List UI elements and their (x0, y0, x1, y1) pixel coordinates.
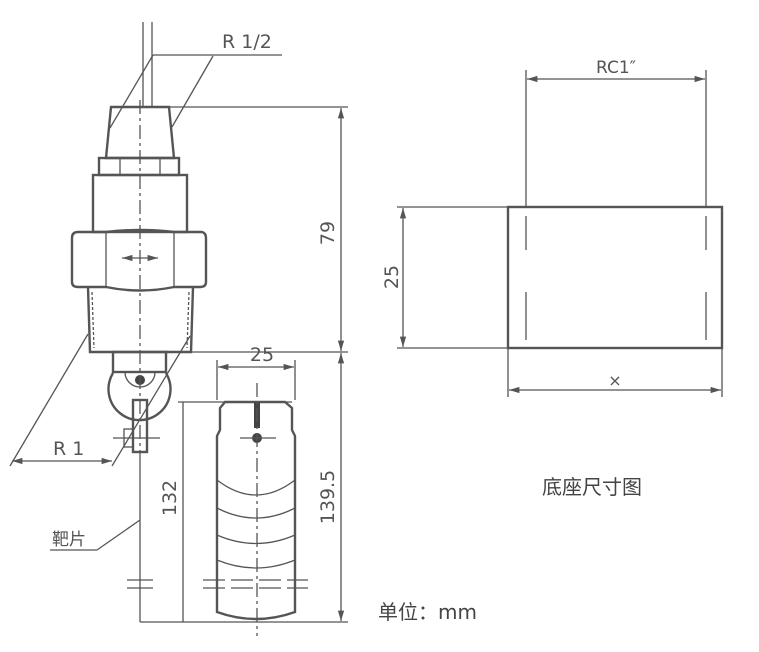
thread-bottom-callout: R 1 (9, 333, 191, 467)
paddle-length-label: 132 (159, 480, 181, 516)
thread-top-callout: R 1/2 (109, 31, 282, 129)
total-length-dimension: 139.5 (317, 353, 345, 621)
collar (97, 156, 181, 177)
thread-top-label: R 1/2 (222, 31, 272, 53)
height-label: 79 (317, 221, 339, 245)
thread-bottom-label: R 1 (53, 438, 84, 460)
paddle-width-dimension: 25 (216, 344, 296, 400)
base-width-label: × (608, 371, 621, 390)
hex-nut (70, 228, 208, 292)
paddle-label: 靶片 (52, 530, 86, 550)
base-view: RC1″ 25 × 底座尺寸图 (381, 58, 724, 499)
paddle-callout: 靶片 (50, 519, 141, 551)
paddle-side-view (203, 383, 308, 636)
base-body (506, 205, 724, 350)
unit-note: 单位：mm (378, 600, 477, 624)
paddle-width-label: 25 (250, 344, 274, 366)
base-thread-label: RC1″ (596, 58, 636, 78)
base-caption: 底座尺寸图 (542, 475, 642, 499)
sensor-body (70, 22, 208, 622)
total-length-label: 139.5 (317, 470, 339, 524)
base-height-label: 25 (381, 265, 403, 289)
height-dimension: 79 (170, 106, 348, 353)
